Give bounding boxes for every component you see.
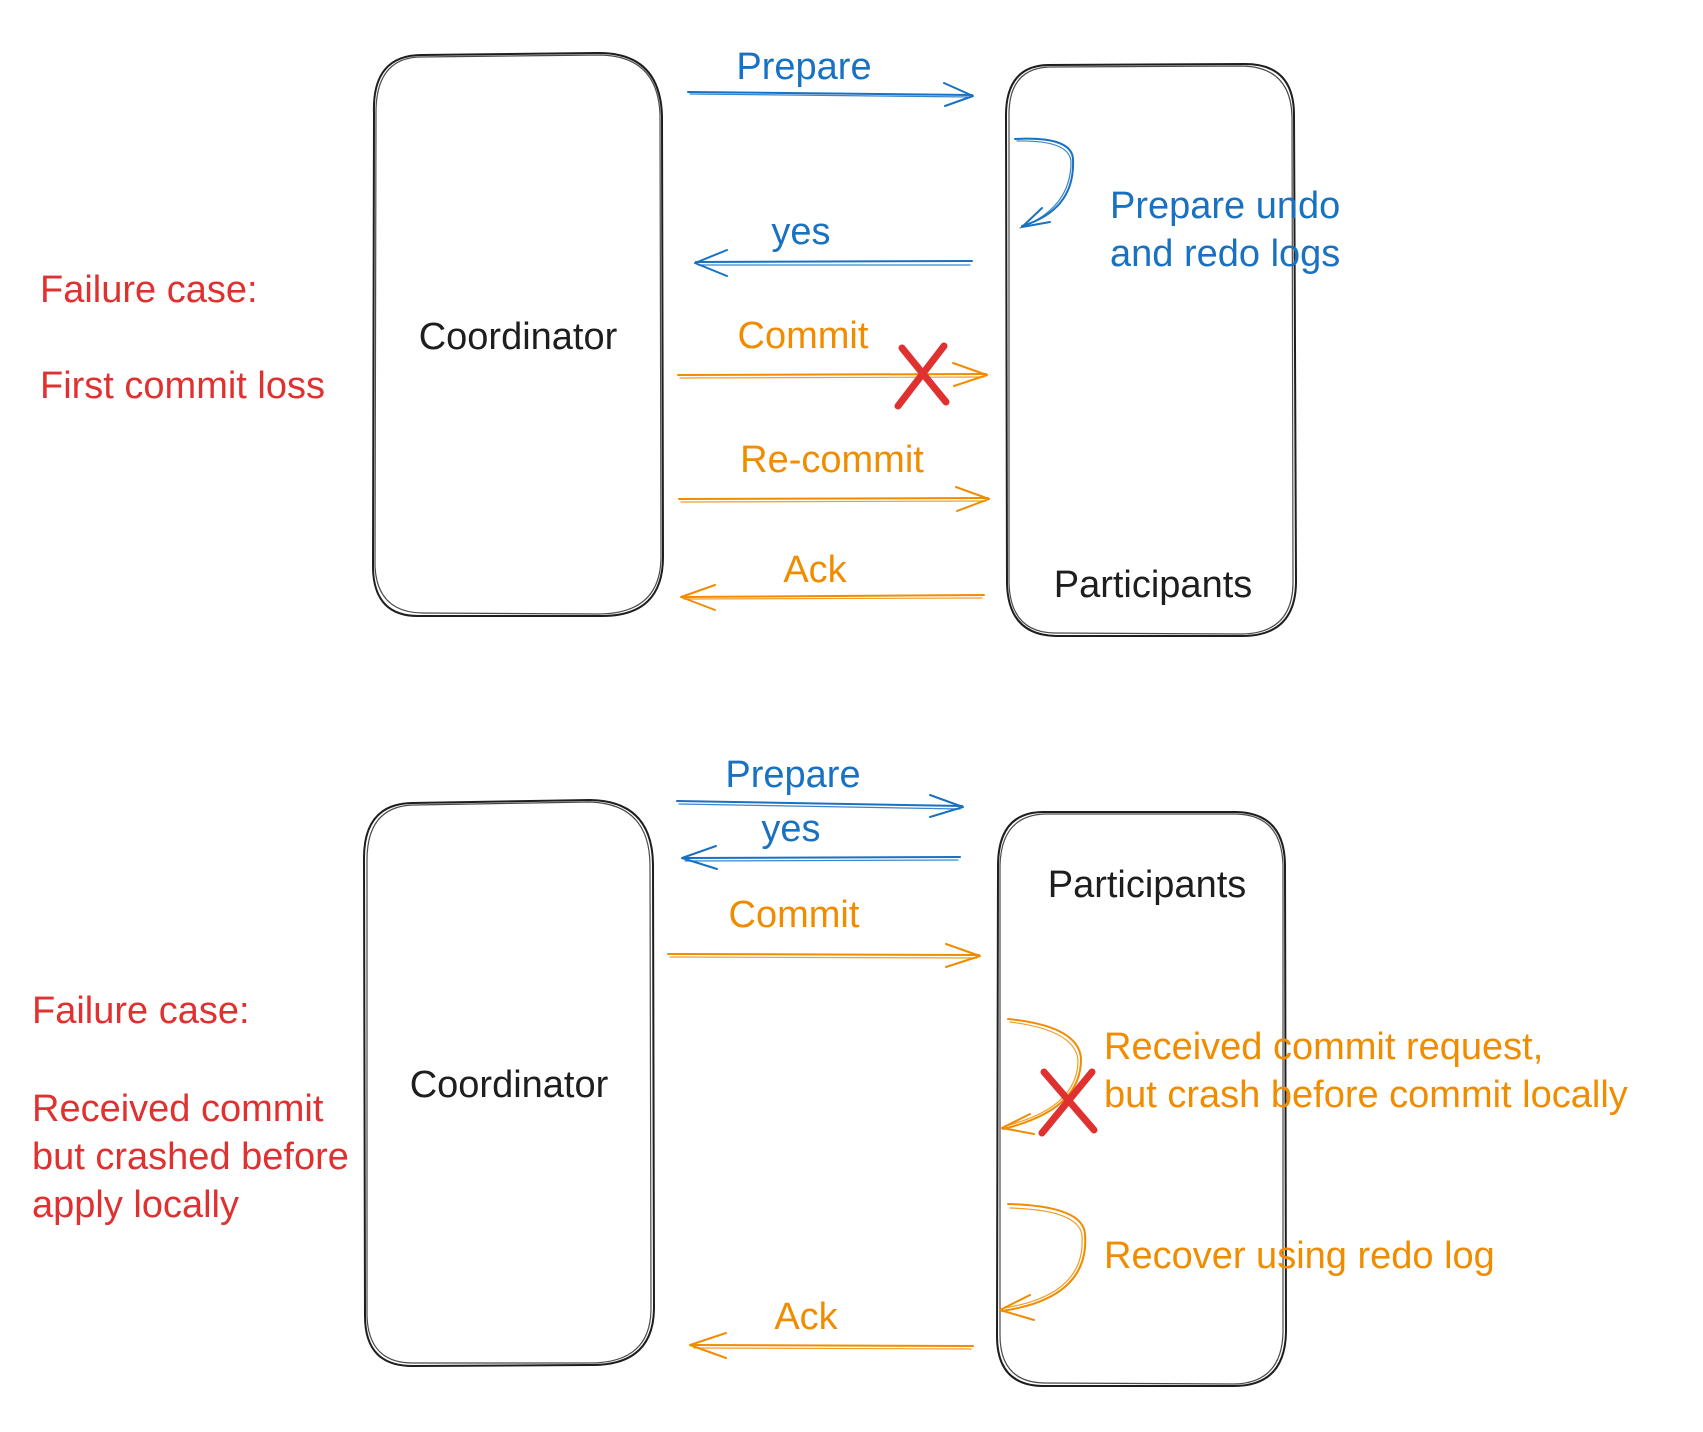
crash-before-commit-loop: Received commit request, but crash befor… [1001, 1018, 1628, 1135]
yes-label-1: yes [771, 211, 830, 253]
commit-arrow-2: Commit [667, 894, 981, 968]
failure-case-description-1: First commit loss [40, 365, 325, 407]
commit-arrow-1: Commit [677, 315, 988, 387]
failure-case-heading-1: Failure case: [40, 269, 258, 311]
participants-box-2: Participants [995, 811, 1288, 1387]
diagram-crash-before-apply: Failure case: Received commit but crashe… [32, 754, 1628, 1387]
ack-label-2: Ack [774, 1296, 838, 1338]
diagram-first-commit-loss: Failure case: First commit loss Coordina… [40, 46, 1340, 638]
participants-label-1: Participants [1054, 564, 1253, 606]
ack-arrow-2: Ack [689, 1296, 974, 1359]
recover-note: Recover using redo log [1104, 1235, 1495, 1277]
ack-label-1: Ack [783, 549, 847, 591]
prepare-arrow-1: Prepare [687, 46, 974, 107]
failure-case-description-2-line3: apply locally [32, 1184, 239, 1226]
failure-case-heading-2: Failure case: [32, 990, 250, 1032]
yes-arrow-1: yes [694, 211, 973, 277]
prepare-arrow-2: Prepare [676, 754, 964, 818]
prepare-label-2: Prepare [725, 754, 860, 796]
coordinator-box-2: Coordinator [362, 798, 656, 1368]
participants-label-2: Participants [1048, 864, 1247, 906]
failure-case-description-2-line1: Received commit [32, 1088, 324, 1130]
crash-note-line2: but crash before commit locally [1104, 1074, 1628, 1116]
yes-label-2: yes [761, 808, 820, 850]
coordinator-box-1: Coordinator [371, 51, 665, 618]
recover-loop: Recover using redo log [999, 1203, 1495, 1321]
prepare-label-1: Prepare [736, 46, 871, 88]
coordinator-label-1: Coordinator [419, 316, 618, 358]
prepare-logs-note-line2: and redo logs [1110, 233, 1340, 275]
lost-message-x-icon [894, 342, 950, 410]
crash-note-line1: Received commit request, [1104, 1026, 1543, 1068]
recommit-label-1: Re-commit [740, 439, 924, 481]
participants-box-1: Participants [1004, 62, 1298, 638]
crash-x-icon [1038, 1068, 1098, 1137]
prepare-logs-note-line1: Prepare undo [1110, 185, 1340, 227]
commit-label-1: Commit [738, 315, 869, 357]
prepare-logs-loop: Prepare undo and redo logs [1014, 137, 1340, 275]
recommit-arrow-1: Re-commit [678, 439, 990, 512]
failure-case-description-2-line2: but crashed before [32, 1136, 349, 1178]
commit-label-2: Commit [729, 894, 860, 936]
yes-arrow-2: yes [681, 808, 961, 870]
coordinator-label-2: Coordinator [410, 1064, 609, 1106]
ack-arrow-1: Ack [680, 549, 985, 611]
